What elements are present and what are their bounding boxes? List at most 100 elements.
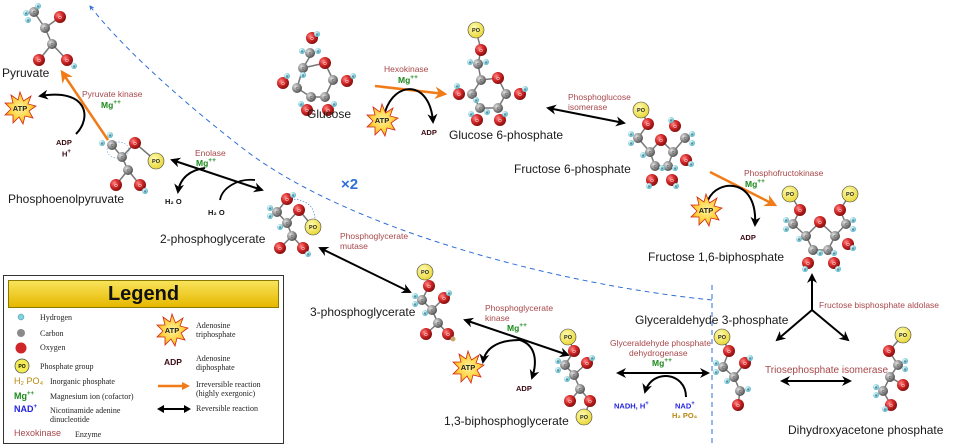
reversible-arrow-icon <box>157 405 191 413</box>
mg-text: Mg <box>196 157 209 168</box>
multiplier-x2: ×2 <box>341 176 359 193</box>
mg-gapdh: Mg++ <box>652 357 672 368</box>
h-plus-pyruvate-kinase: H+ <box>62 149 71 159</box>
mg-text: Mg <box>745 178 758 189</box>
enzyme-phosphofructokinase: Phosphofructokinase <box>744 168 824 178</box>
gapdh-reaction <box>616 368 710 398</box>
mg-hexokinase: Mg++ <box>398 74 418 85</box>
enzyme-enolase: Enolase <box>195 148 226 158</box>
mg-phosphoglycerate-kinase: Mg++ <box>507 322 527 333</box>
hexokinase-reaction <box>366 84 448 137</box>
label-glyceraldehyde-3-phosphate: Glyceraldehyde 3-phosphate <box>635 313 789 327</box>
legend-nad-symbol: NAD+ <box>14 403 37 414</box>
plus-sign: + <box>67 149 71 155</box>
mg-charge: ++ <box>519 322 527 329</box>
label-phosphoenolpyruvate: Phosphoenolpyruvate <box>8 192 125 206</box>
legend-adp: Adenosine diphosphate <box>196 354 235 372</box>
phosphoglucose-isomerase-arrow <box>546 104 626 127</box>
legend-magnesium-symbol: Mg++ <box>14 390 34 401</box>
plus-sign: + <box>645 401 649 407</box>
irreversible-arrow-icon <box>158 382 190 390</box>
h2o-product: H₂ O <box>165 197 182 206</box>
label-fructose-1-6-biphosphate: Fructose 1,6-biphosphate <box>648 250 785 264</box>
legend-inorganic-phosphate: Inorganic phosphate <box>50 377 115 386</box>
label-3-phosphoglycerate: 3-phosphoglycerate <box>310 305 416 319</box>
mg-charge: ++ <box>410 74 418 81</box>
enzyme-phosphoglucose-isomerase-line1: Phosphoglucose <box>568 92 631 102</box>
atp-icon <box>366 103 399 137</box>
adp-hexokinase: ADP <box>421 128 437 137</box>
phosphoglycerate-kinase-reaction <box>452 317 570 384</box>
adp-pyruvate-kinase: ADP <box>56 138 72 147</box>
nad-text: NAD <box>675 401 692 411</box>
label-fructose-6-phosphate: Fructose 6-phosphate <box>514 162 631 176</box>
hydrogen-icon <box>17 313 25 321</box>
enzyme-gapdh-line2: dehydrogenase <box>629 348 688 358</box>
nadh-text: NADH, H <box>614 401 646 411</box>
3-phosphoglycerate-molecule <box>412 263 456 342</box>
label-glucose: Glucose <box>307 107 352 121</box>
enzyme-phosphoglycerate-kinase-line2: kinase <box>485 313 510 323</box>
atp-icon <box>690 193 723 227</box>
dihydroxyacetone-phosphate-molecule <box>873 326 912 412</box>
label-2-phosphoglycerate: 2-phosphoglycerate <box>160 232 266 246</box>
legend-title: Legend <box>8 280 279 308</box>
legend-atp: Adenosine triphosphate <box>196 321 236 339</box>
oxygen-icon <box>15 342 27 354</box>
nad-text: NAD <box>14 404 34 414</box>
atp-icon <box>156 313 189 347</box>
legend-magnesium: Magnesium ion (cofactor) <box>50 392 134 401</box>
mg-text: Mg <box>101 99 114 110</box>
adp-phosphoglycerate-kinase: ADP <box>516 384 532 393</box>
fructose-6-phosphate-molecule <box>628 101 695 189</box>
plus-sign: + <box>33 404 38 410</box>
pyruvate-molecule <box>23 3 77 69</box>
glucose-6-phosphate-molecule <box>453 21 528 126</box>
enzyme-phosphoglycerate-kinase-line1: Phosphoglycerate <box>485 303 554 313</box>
legend-nad: Nicotinamide adenine dinucleotide <box>50 406 121 424</box>
glyceraldehyde-3-phosphate-molecule <box>713 328 753 411</box>
pyruvate-kinase-reaction <box>4 69 110 141</box>
legend-box: Legend Hydrogen Carbon Oxygen PO Phospha… <box>3 275 284 444</box>
1-3-biphosphoglycerate-molecule <box>555 328 596 426</box>
phosphate-group-icon: PO <box>14 358 30 374</box>
mg-phosphofructokinase: Mg++ <box>745 178 765 189</box>
mg-charge: ++ <box>757 178 765 185</box>
mg-text: Mg <box>507 322 520 333</box>
enzyme-triosephosphate-isomerase: Triosephosphate isomerase <box>765 365 889 376</box>
glucose-molecule <box>277 31 356 116</box>
mg-charge: ++ <box>27 391 35 397</box>
mg-text: Mg <box>398 74 411 85</box>
fructose-1-6-biphosphate-molecule <box>781 185 859 272</box>
atp-icon <box>452 350 485 384</box>
enzyme-phosphoglycerate-mutase-line2: mutase <box>340 241 368 251</box>
mg-text: Mg <box>14 391 27 401</box>
legend-enzyme-symbol: Hexokinase <box>14 428 62 438</box>
mg-enolase: Mg++ <box>196 157 216 168</box>
h-text: H <box>62 149 68 159</box>
carbon-icon <box>17 329 25 337</box>
aldolase-arrows <box>775 273 850 342</box>
loop-arrow-x2 <box>89 5 713 301</box>
enzyme-gapdh-line1: Glyceraldehyde phosphate <box>610 338 712 348</box>
label-dihydroxyacetone-phosphate: Dihydroxyacetone phosphate <box>788 423 944 437</box>
legend-phosphate-group: Phosphate group <box>40 362 94 371</box>
mg-charge: ++ <box>113 99 121 106</box>
legend-carbon: Carbon <box>40 329 64 338</box>
svg-text:PO: PO <box>18 364 25 370</box>
enzyme-aldolase: Fructose bisphosphate aldolase <box>819 300 940 310</box>
phosphoglycerate-mutase-arrow <box>318 247 412 293</box>
atp-icon <box>4 91 37 125</box>
mg-pyruvate-kinase: Mg++ <box>101 99 121 110</box>
phosphoenolpyruvate-molecule <box>99 132 165 194</box>
legend-reversible: Reversible reaction <box>196 404 258 413</box>
nadh-label: NADH, H+ <box>614 401 649 411</box>
label-1-3-biphosphoglycerate: 1,3-biphosphoglycerate <box>444 414 569 428</box>
plus-sign: + <box>691 401 695 407</box>
mg-charge: ++ <box>208 157 216 164</box>
label-glucose-6-phosphate: Glucose 6-phosphate <box>449 128 564 142</box>
enzyme-pyruvate-kinase: Pyruvate kinase <box>82 89 143 99</box>
enolase-reaction <box>170 157 264 201</box>
legend-hydrogen: Hydrogen <box>40 313 72 322</box>
